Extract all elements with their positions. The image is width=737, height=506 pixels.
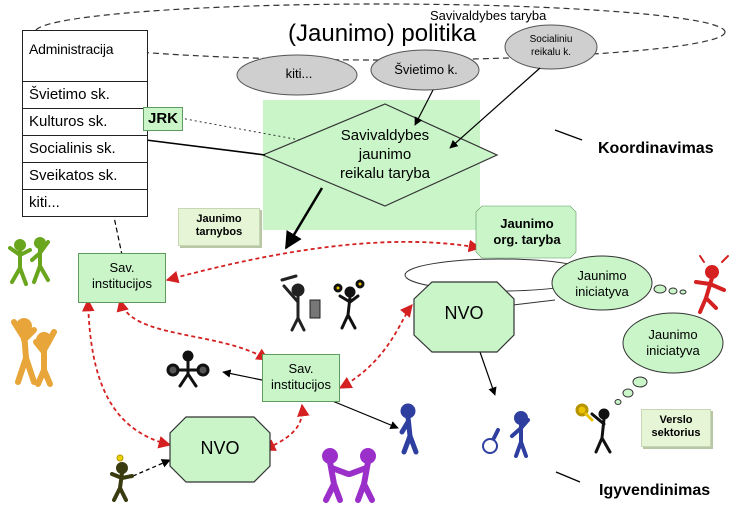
- igyvendinimas-label: Igyvendinimas: [599, 482, 711, 499]
- verslo-line-2: sektorius: [651, 427, 701, 439]
- nvo-label-left: NVO: [200, 438, 240, 458]
- iniciatyva2-line-2: iniciatyva: [646, 343, 700, 358]
- iniciatyva2-line-1: Jaunimo: [648, 327, 698, 342]
- svietimo-oval-label: Švietimo k.: [394, 62, 458, 77]
- org-taryba-text: Jaunimo org. taryba: [478, 216, 576, 248]
- sav2-line-1: Sav.: [288, 361, 314, 376]
- dept-svietimo: Švietimo sk.: [23, 82, 147, 109]
- council-ellipse: [34, 3, 726, 61]
- council-diamond: [261, 103, 499, 207]
- tarnybos-line-1: Jaunimo: [196, 213, 242, 225]
- org-taryba-line-1: Jaunimo: [500, 216, 554, 231]
- verslo-line-1: Verslo: [659, 414, 693, 426]
- policy-title: (Jaunimo) politika: [288, 20, 477, 47]
- nvo-octagon-left: [169, 416, 271, 483]
- dept-socialinis: Socialinis sk.: [23, 136, 147, 163]
- iniciatyva1-line-1: Jaunimo: [577, 268, 627, 283]
- arrow-svietimo: [414, 89, 434, 126]
- jaunimo-tarnybos-box: Jaunimo tarnybos: [178, 208, 260, 246]
- org-taryba-line-2: org. taryba: [493, 232, 561, 247]
- iniciatyva-text-2: Jaunimo iniciatyva: [626, 327, 720, 359]
- dept-kiti: kiti...: [29, 194, 60, 211]
- link-kiti-sav: [112, 211, 123, 256]
- svietimo-oval: [370, 49, 480, 91]
- socialiniu-oval-label: Socialiniu reikalu k.: [529, 34, 573, 58]
- council-line-1: Savivaldybes: [340, 127, 430, 144]
- thinking-figure-icon: [399, 403, 419, 455]
- jrk-badge: JRK: [143, 107, 183, 131]
- verslo-sektorius-box: Verslo sektorius: [641, 409, 711, 447]
- link-socialinis: [145, 139, 266, 156]
- council-line-2: jaunimo: [358, 146, 412, 163]
- igyvendinimas-tick: [555, 471, 581, 483]
- arrow-to-tarnybos: [284, 187, 324, 250]
- key-figure-icon: [575, 403, 612, 454]
- arrow-socialiniu: [449, 67, 541, 149]
- arrow-sav2-figures: [329, 399, 399, 430]
- cheering-figures-icon: [11, 318, 57, 387]
- kiti-oval-label: kiti...: [285, 66, 313, 81]
- grim-reaper-icon: [280, 274, 321, 332]
- red-link-sav1-sav2: [116, 298, 270, 361]
- iniciatyva1-line-2: iniciatyva: [575, 284, 629, 299]
- nvo-octagon-right: [413, 281, 515, 353]
- council-line-3: reikalu taryba: [339, 165, 431, 182]
- dept-sveikatos: Sveikatos sk.: [23, 163, 147, 190]
- lightbulb-figure-icon: [110, 454, 134, 502]
- departments-table: Administracija Švietimo sk. Kulturos sk.…: [22, 30, 148, 217]
- handshake-figures-icon: [322, 448, 376, 503]
- bomb-figure-icon: [482, 411, 530, 458]
- koordinavimas-label: Koordinavimas: [598, 140, 714, 157]
- thought-bubble-2: [614, 312, 724, 405]
- arrow-nvo2-figures: [479, 351, 497, 396]
- dept-administracija: Administracija: [23, 31, 147, 82]
- sav1-line-1: Sav.: [109, 260, 135, 275]
- dancing-figures-icon: [8, 237, 50, 286]
- red-link-sav1-nvo1: [81, 298, 172, 449]
- weightlifter-icon: [166, 350, 210, 388]
- socialiniu-oval: [504, 24, 598, 70]
- juggler-icon: [333, 279, 365, 330]
- dept-kulturos: Kulturos sk.: [23, 109, 147, 136]
- sav-institucijos-box-2: Sav. institucijos: [262, 354, 340, 402]
- tarnybos-line-2: tarnybos: [195, 226, 243, 238]
- link-jrk: [179, 117, 301, 141]
- nvo-label-right: NVO: [444, 303, 484, 323]
- thought-bubble-1: [551, 255, 687, 311]
- sav1-line-2: institucijos: [92, 276, 152, 291]
- org-taryba-shape: [475, 205, 577, 259]
- council-diamond-text: Savivaldybes jaunimo reikalu taryba: [300, 126, 470, 183]
- iniciatyva-text-1: Jaunimo iniciatyva: [556, 268, 648, 300]
- koordinavimas-tick: [554, 129, 583, 141]
- sav2-line-2: institucijos: [271, 377, 331, 392]
- kiti-oval: [236, 54, 358, 96]
- arrow-sav2-weightlifter: [222, 369, 263, 381]
- arrow-lightbulb-nvo: [132, 459, 171, 477]
- sav-institucijos-box-1: Sav. institucijos: [78, 253, 166, 303]
- angry-figure-icon: [694, 255, 729, 314]
- link-nvo2-iniciatyva: [512, 299, 556, 306]
- red-link-sav2-nvo2: [338, 304, 413, 389]
- red-link-sav1-org: [165, 239, 482, 284]
- savivaldybes-taryba-label: Savivaldybes taryba: [430, 8, 547, 23]
